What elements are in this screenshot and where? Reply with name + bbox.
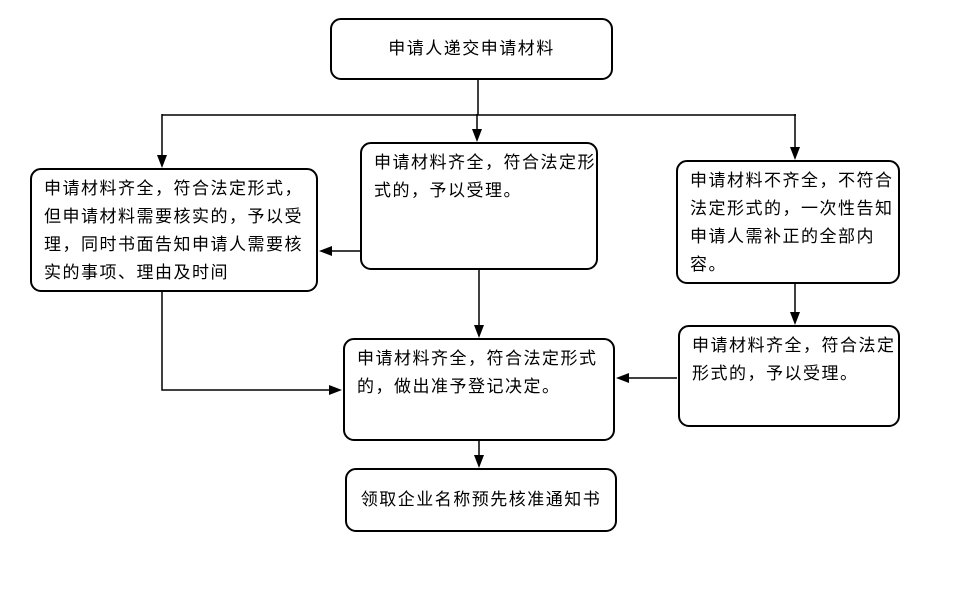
node-accept-after-correction: 申请材料齐全，符合法定 形式的，予以受理。 [678, 325, 900, 427]
node-text: 容。 [690, 255, 727, 275]
edge-verify-to-decision [161, 291, 330, 391]
node-text: 领取企业名称预先核准通知书 [360, 490, 602, 510]
node-text: 申请人递交申请材料 [388, 39, 555, 59]
node-incomplete-notify-correction: 申请材料不齐全，不符合 法定形式的，一次性告知 申请人需补正的全部内 容。 [676, 160, 900, 284]
arrowhead-down-accept-direct [472, 129, 482, 142]
node-text: 理，同时书面告知申请人需要核 [44, 235, 303, 255]
node-text: 申请材料不齐全，不符合 [690, 171, 894, 191]
arrowhead-right-decision [329, 385, 342, 395]
arrowhead-down-decision [474, 325, 484, 338]
node-text: 的，做出准予登记决定。 [357, 377, 561, 397]
arrowhead-down-verify [157, 155, 167, 168]
node-text: 但申请材料需要核实的，予以受 [44, 207, 303, 227]
node-text: 申请人需补正的全部内 [690, 227, 875, 247]
arrowhead-down-incomplete [790, 147, 800, 160]
arrowhead-left-verify [319, 246, 332, 256]
arrowhead-left-decision [616, 373, 629, 383]
node-text: 申请材料齐全，符合法定形式， [44, 179, 303, 199]
node-text: 申请材料齐全，符合法定形 [374, 153, 596, 173]
node-text: 实的事项、理由及时间 [44, 263, 229, 283]
arrowhead-down-accept-right [790, 312, 800, 325]
arrowhead-down-receive [474, 455, 484, 468]
node-receive-notice: 领取企业名称预先核准通知书 [345, 468, 617, 532]
node-submit-application: 申请人递交申请材料 [330, 18, 613, 80]
node-approve-registration-decision: 申请材料齐全，符合法定形式 的，做出准予登记决定。 [343, 338, 615, 441]
node-text: 形式的，予以受理。 [692, 364, 859, 384]
node-text: 式的，予以受理。 [374, 181, 522, 201]
node-text: 法定形式的，一次性告知 [690, 199, 894, 219]
node-accept-with-verification: 申请材料齐全，符合法定形式， 但申请材料需要核实的，予以受 理，同时书面告知申请… [30, 168, 318, 292]
node-text: 申请材料齐全，符合法定形式 [357, 349, 598, 369]
node-text: 申请材料齐全，符合法定 [692, 336, 896, 356]
node-accept-direct: 申请材料齐全，符合法定形 式的，予以受理。 [360, 142, 598, 270]
